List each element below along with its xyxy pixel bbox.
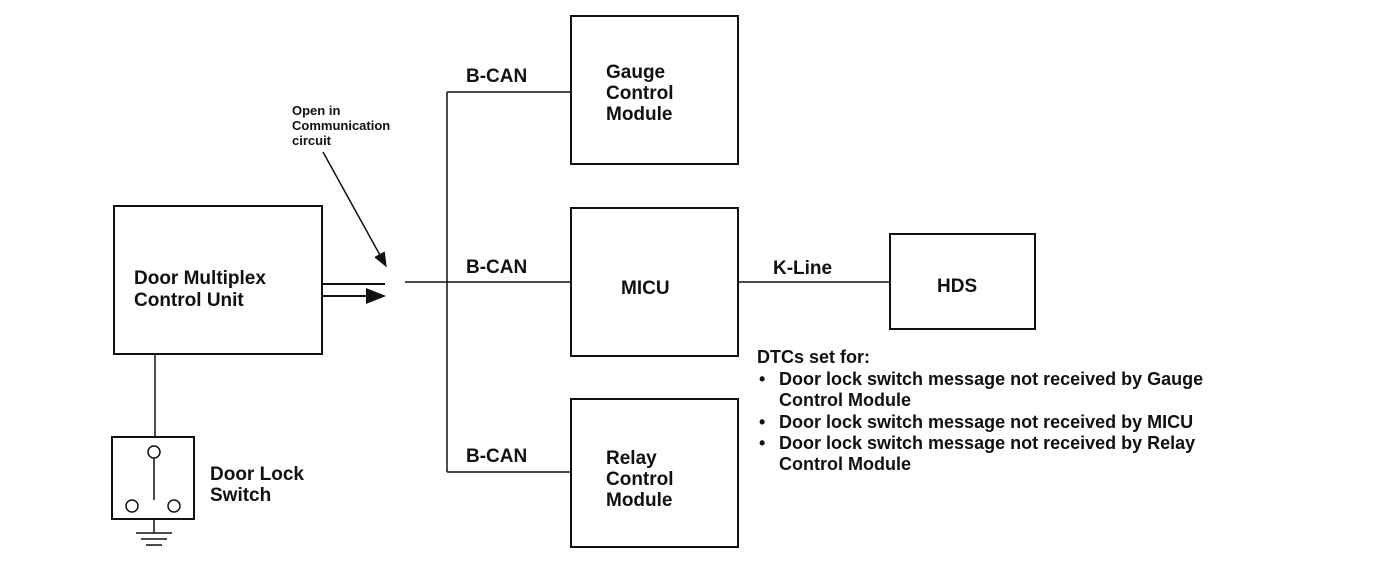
dtc-bullet-1: •: [759, 369, 765, 389]
door-multiplex-control-unit-box: Door Multiplex Control Unit: [113, 205, 323, 355]
dmcu-output-lines: [322, 283, 386, 304]
callout-arrow: [322, 151, 387, 268]
gauge-control-module-box: Gauge Control Module: [570, 15, 739, 165]
b-can-bus: [405, 91, 570, 473]
gauge-label-line3: Module: [606, 104, 673, 125]
door-multiplex-label-line2: Control Unit: [134, 290, 244, 311]
k-line-label: K-Line: [773, 258, 832, 279]
b-can-label-bottom: B-CAN: [466, 446, 527, 467]
hds-box: HDS: [889, 233, 1036, 330]
relay-label-line2: Control: [606, 469, 674, 490]
dtc-item-3-line2: Control Module: [779, 454, 911, 474]
micu-label: MICU: [621, 278, 670, 299]
door-lock-switch-label-line1: Door Lock: [210, 464, 304, 485]
hds-label: HDS: [937, 276, 977, 297]
relay-label-line1: Relay: [606, 448, 657, 469]
gauge-label-line1: Gauge: [606, 62, 665, 83]
door-lock-switch-label-line2: Switch: [210, 485, 271, 506]
door-lock-switch: [111, 354, 195, 546]
dtc-bullet-3: •: [759, 433, 765, 453]
micu-box: MICU: [570, 207, 739, 357]
dtc-notes: DTCs set for: • Door lock switch message…: [757, 347, 1203, 474]
dtc-bullet-2: •: [759, 412, 765, 432]
relay-control-module-box: Relay Control Module: [570, 398, 739, 548]
b-can-label-top: B-CAN: [466, 66, 527, 87]
dtc-heading: DTCs set for:: [757, 347, 870, 367]
open-circuit-callout: Open in Communication circuit: [292, 103, 390, 268]
dtc-item-1-line1: Door lock switch message not received by…: [779, 369, 1203, 389]
b-can-label-middle: B-CAN: [466, 257, 527, 278]
gauge-label-line2: Control: [606, 83, 674, 104]
callout-line3: circuit: [292, 133, 332, 148]
callout-line1: Open in: [292, 103, 340, 118]
door-multiplex-label-line1: Door Multiplex: [134, 268, 266, 289]
dtc-item-3-line1: Door lock switch message not received by…: [779, 433, 1195, 453]
dtc-item-2-line1: Door lock switch message not received by…: [779, 412, 1193, 432]
relay-label-line3: Module: [606, 490, 673, 511]
dtc-item-1-line2: Control Module: [779, 390, 911, 410]
callout-line2: Communication: [292, 118, 390, 133]
